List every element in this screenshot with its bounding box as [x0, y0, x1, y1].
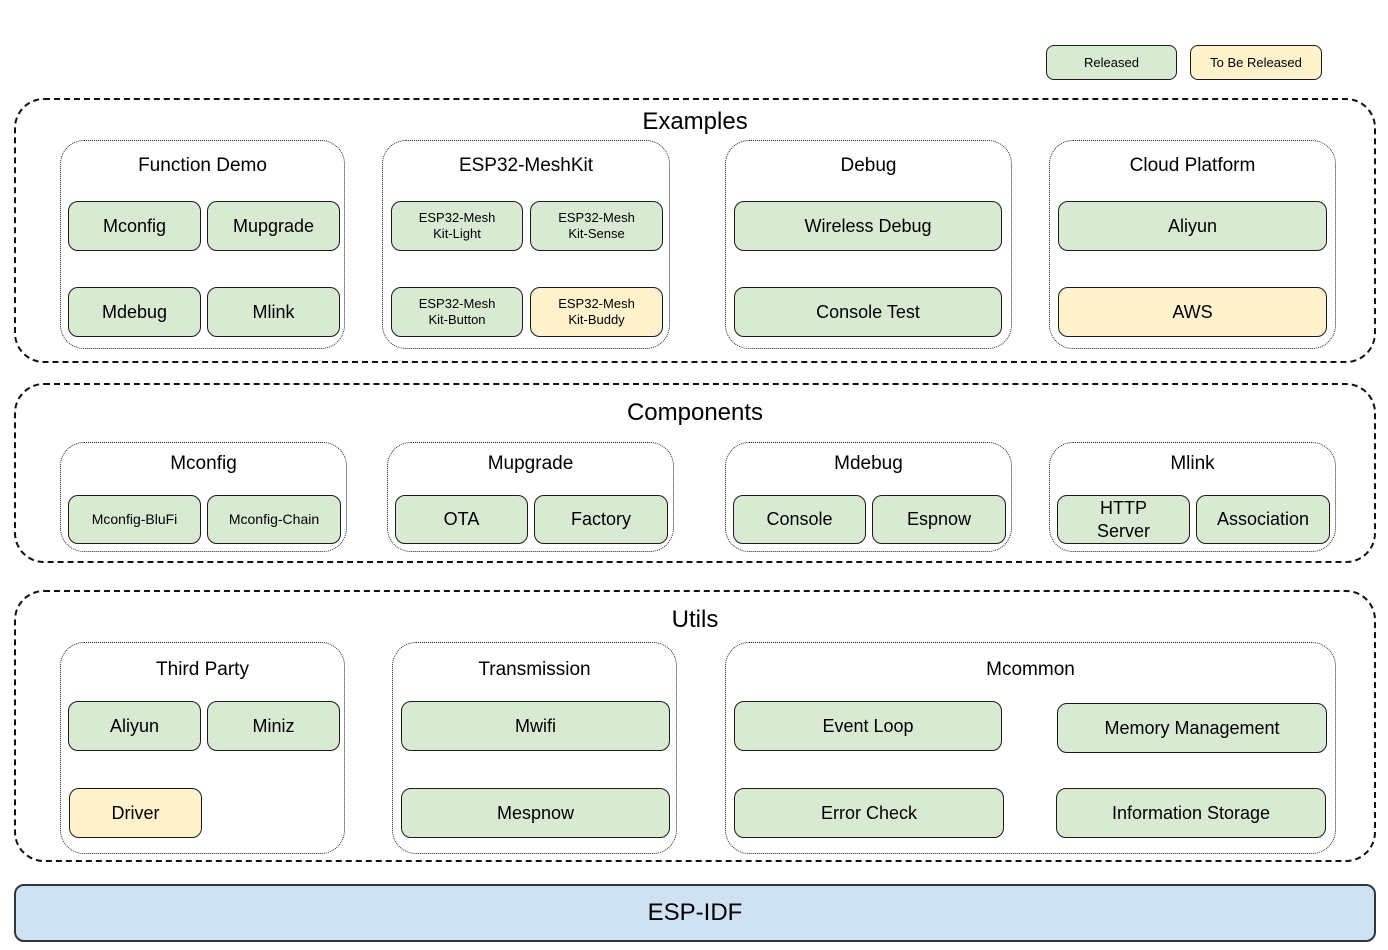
group-third-party-title: Third Party [156, 659, 249, 680]
box-http-server: HTTP Server [1057, 495, 1190, 544]
section-components: Components Mconfig Mconfig-BluFi Mconfig… [14, 383, 1376, 563]
box-information-storage: Information Storage [1056, 788, 1326, 838]
section-examples-title: Examples [642, 108, 748, 135]
esp-idf-bar: ESP-IDF [14, 884, 1376, 942]
group-cloud-platform-title: Cloud Platform [1129, 155, 1256, 176]
box-factory: Factory [534, 495, 668, 544]
box-mconfig: Mconfig [68, 201, 201, 251]
box-mconfig-blufi: Mconfig-BluFi [68, 495, 201, 544]
legend-to-be-released: To Be Released [1190, 45, 1322, 80]
group-mupgrade-title: Mupgrade [487, 453, 574, 474]
section-components-title: Components [626, 399, 764, 426]
box-espnow: Espnow [872, 495, 1006, 544]
box-esp32-meshkit-sense: ESP32-Mesh Kit-Sense [530, 201, 663, 251]
box-esp32-meshkit-buddy: ESP32-Mesh Kit-Buddy [530, 287, 663, 337]
group-mlink-title: Mlink [1170, 453, 1215, 474]
box-console: Console [733, 495, 866, 544]
box-aws: AWS [1058, 287, 1327, 337]
box-mwifi: Mwifi [401, 701, 670, 751]
box-wireless-debug: Wireless Debug [734, 201, 1002, 251]
box-console-test: Console Test [734, 287, 1002, 337]
group-transmission-title: Transmission [478, 659, 591, 680]
group-mcommon: Mcommon Event Loop Memory Management Err… [725, 642, 1336, 854]
box-mlink: Mlink [207, 287, 340, 337]
box-association: Association [1196, 495, 1330, 544]
section-utils: Utils Third Party Aliyun Miniz Driver Tr… [14, 590, 1376, 862]
box-esp32-meshkit-light: ESP32-Mesh Kit-Light [391, 201, 523, 251]
group-transmission: Transmission Mwifi Mespnow [392, 642, 677, 854]
group-mupgrade: Mupgrade OTA Factory [387, 442, 674, 552]
group-esp32-meshkit: ESP32-MeshKit ESP32-Mesh Kit-Light ESP32… [382, 140, 670, 349]
box-aliyun-util: Aliyun [68, 701, 201, 751]
box-miniz: Miniz [207, 701, 340, 751]
group-mconfig-title: Mconfig [170, 453, 237, 474]
group-function-demo-title: Function Demo [138, 155, 267, 176]
group-debug: Debug Wireless Debug Console Test [725, 140, 1012, 349]
group-mdebug: Mdebug Console Espnow [725, 442, 1012, 552]
box-mdebug: Mdebug [68, 287, 201, 337]
group-mlink: Mlink HTTP Server Association [1049, 442, 1336, 552]
group-mconfig: Mconfig Mconfig-BluFi Mconfig-Chain [60, 442, 347, 552]
group-mdebug-title: Mdebug [834, 453, 903, 474]
box-error-check: Error Check [734, 788, 1004, 838]
box-memory-management: Memory Management [1057, 703, 1327, 753]
group-function-demo: Function Demo Mconfig Mupgrade Mdebug Ml… [60, 140, 345, 349]
box-aliyun-cloud: Aliyun [1058, 201, 1327, 251]
section-examples: Examples Function Demo Mconfig Mupgrade … [14, 98, 1376, 363]
box-mupgrade: Mupgrade [207, 201, 340, 251]
group-third-party: Third Party Aliyun Miniz Driver [60, 642, 345, 854]
box-ota: OTA [395, 495, 528, 544]
legend-released: Released [1046, 45, 1177, 80]
group-mcommon-title: Mcommon [986, 659, 1075, 680]
box-driver: Driver [69, 788, 202, 838]
box-event-loop: Event Loop [734, 701, 1002, 751]
box-mconfig-chain: Mconfig-Chain [207, 495, 341, 544]
group-cloud-platform: Cloud Platform Aliyun AWS [1049, 140, 1336, 349]
box-esp32-meshkit-button: ESP32-Mesh Kit-Button [391, 287, 523, 337]
section-utils-title: Utils [671, 606, 719, 633]
group-debug-title: Debug [840, 155, 897, 176]
group-esp32-meshkit-title: ESP32-MeshKit [458, 155, 594, 176]
box-mespnow: Mespnow [401, 788, 670, 838]
